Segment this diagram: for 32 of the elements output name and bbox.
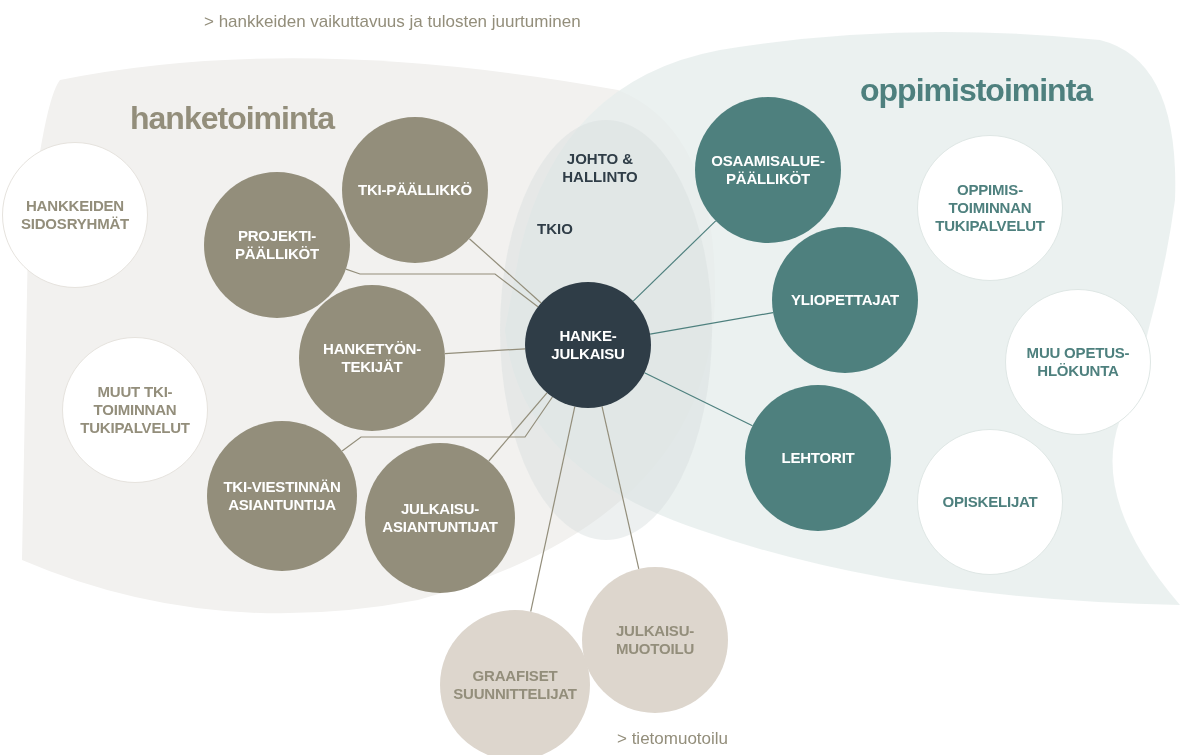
note-text: > tietomuotoilu xyxy=(617,729,729,749)
role-label: LEHTORIT xyxy=(780,449,856,467)
role-label: TKI-PÄÄLLIKKÖ xyxy=(356,181,474,199)
connector-line xyxy=(649,312,774,335)
group-label: TKIO xyxy=(536,220,574,238)
role-label: YLIOPETTAJAT xyxy=(790,291,900,309)
group-label: JOHTO & HALLINTO xyxy=(561,150,639,186)
connector-line xyxy=(345,268,539,308)
region-heading: oppimistoiminta xyxy=(860,72,1093,109)
role-label: HANKE- JULKAISU xyxy=(550,327,626,363)
role-label: HANKETYÖN- TEKIJÄT xyxy=(322,340,422,376)
connector-line xyxy=(530,406,576,613)
role-label: HANKKEIDEN SIDOSRYHMÄT xyxy=(19,197,131,233)
role-label: JULKAISU- ASIANTUNTIJAT xyxy=(381,500,499,536)
connector-line xyxy=(444,348,526,355)
region-heading: hanketoiminta xyxy=(130,100,334,137)
role-label: GRAAFISET SUUNNITTELIJAT xyxy=(452,667,578,703)
role-label: JULKAISU- MUOTOILU xyxy=(614,622,696,658)
connector-line xyxy=(601,405,640,570)
role-label: MUU OPETUS- HLÖKUNTA xyxy=(1025,344,1131,380)
connector-line xyxy=(341,396,553,452)
note-text: > hankkeiden vaikuttavuus ja tulosten juurtuminen xyxy=(204,12,581,32)
connector-line xyxy=(643,372,754,427)
connector-line xyxy=(632,220,717,302)
connector-line xyxy=(468,238,542,304)
role-label: OPISKELIJAT xyxy=(941,493,1039,511)
role-label: MUUT TKI-TOIMINNAN TUKIPALVELUT xyxy=(79,383,191,437)
role-label: TKI-VIESTINNÄN ASIANTUNTIJA xyxy=(222,478,342,514)
connector-line xyxy=(488,392,548,462)
role-label: OSAAMISALUE- PÄÄLLIKÖT xyxy=(710,152,826,188)
role-label: PROJEKTI- PÄÄLLIKÖT xyxy=(234,227,320,263)
role-label: OPPIMIS- TOIMINNAN TUKIPALVELUT xyxy=(934,181,1046,235)
